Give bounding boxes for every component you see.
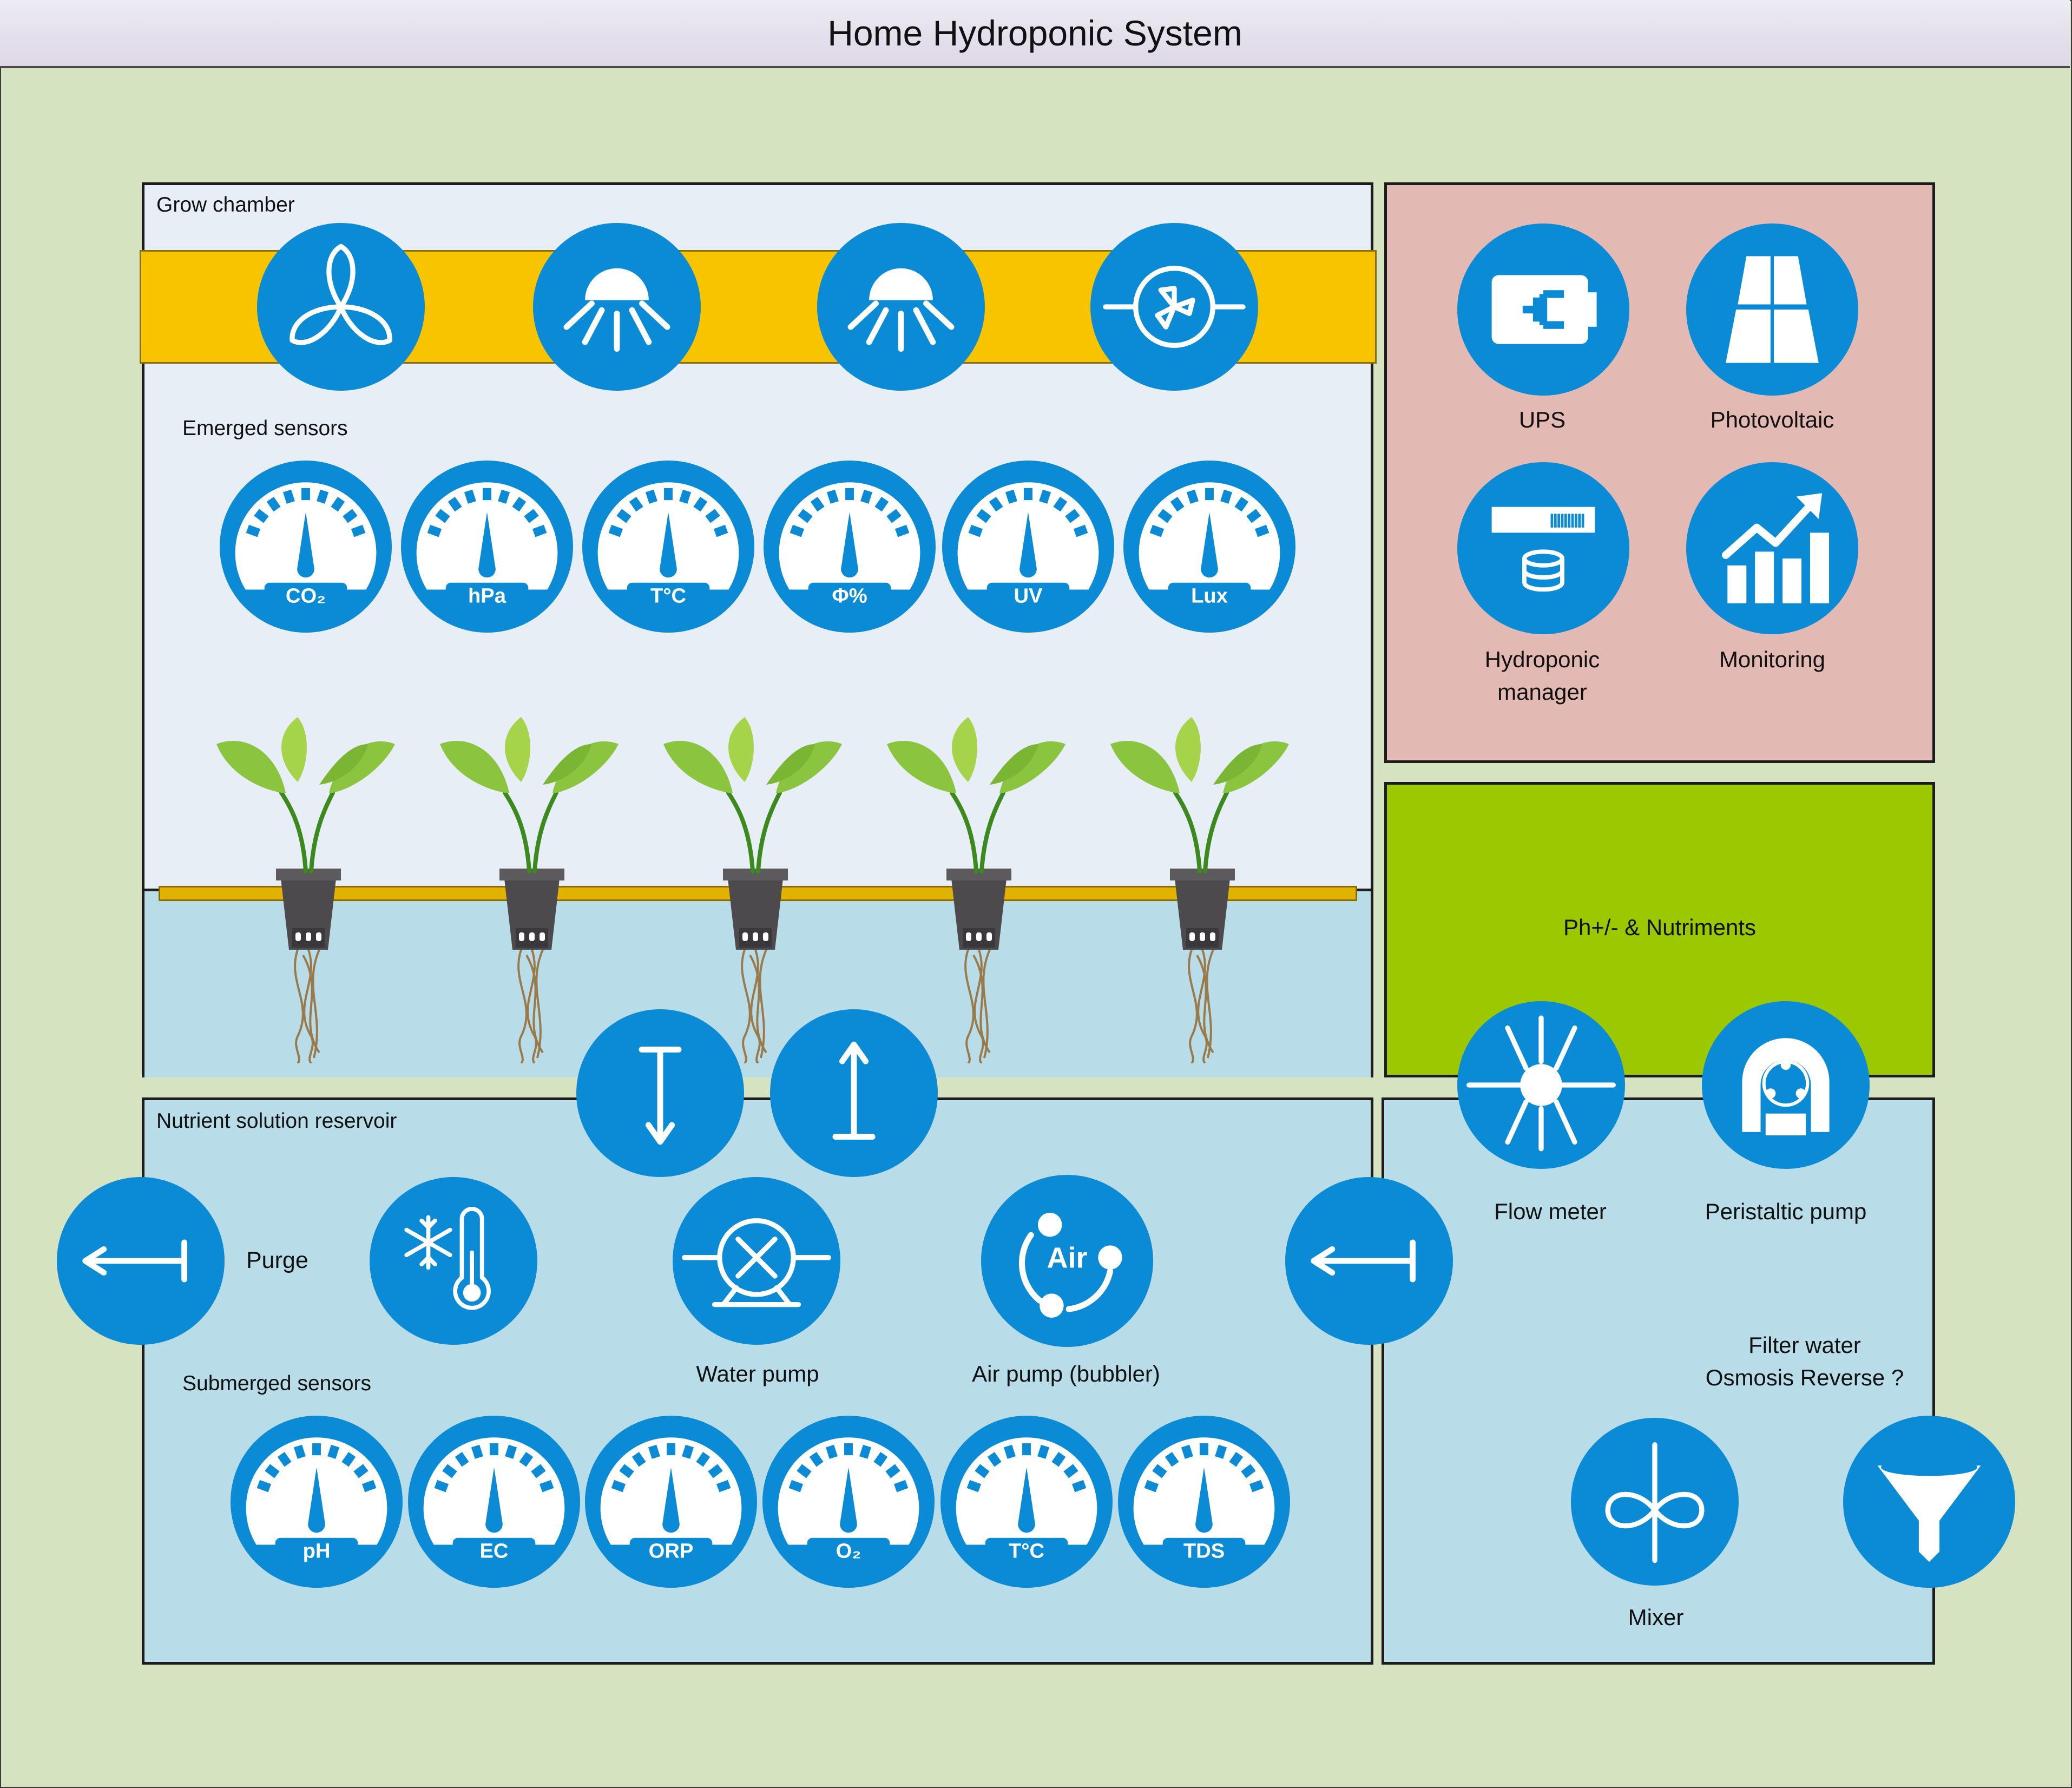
peristaltic-pump-label: Peristaltic pump [1705,1199,1867,1224]
reservoir-label: Nutrient solution reservoir [156,1109,397,1133]
air-pump-label: Air pump (bubbler) [972,1361,1160,1386]
svg-text:T°C: T°C [1009,1539,1044,1562]
emerged-sensor-gauge-icon-1: CO₂ [220,461,392,633]
svg-text:T°C: T°C [650,584,686,607]
svg-text:O₂: O₂ [836,1539,861,1562]
ups-icon [1457,224,1629,396]
grow-chamber-label: Grow chamber [156,193,295,216]
osmosis-reverse-label: Osmosis Reverse ? [1705,1365,1904,1390]
water-pump-label: Water pump [696,1361,819,1386]
grow-light-icon-2 [817,223,985,391]
filter-water-label: Filter water [1748,1332,1861,1358]
hydroponic-manager-label-2: manager [1497,679,1587,705]
svg-text:Φ%: Φ% [832,584,867,607]
plant-in-net-pot-3 [663,712,847,1064]
purge-label: Purge [246,1247,308,1273]
nutriments-label: Ph+/- & Nutriments [1563,915,1756,940]
plant-in-net-pot-4 [887,712,1071,1064]
submerged-sensor-gauge-icon-2: EC [408,1416,580,1588]
monitoring-icon [1686,462,1858,634]
flow-meter-icon [1457,1001,1625,1169]
chiller-thermometer-icon [370,1177,537,1345]
peristaltic-pump-icon [1702,1001,1870,1169]
emerged-sensor-gauge-icon-4: Φ% [764,461,936,633]
svg-text:TDS: TDS [1183,1539,1225,1562]
drain-down-arrow-icon [576,1009,744,1177]
svg-text:pH: pH [303,1539,331,1562]
return-arrow-icon [1285,1177,1453,1345]
svg-text:CO₂: CO₂ [286,584,326,607]
mixer-label: Mixer [1628,1605,1684,1630]
flow-meter-label: Flow meter [1494,1199,1607,1224]
grow-light-icon [533,223,701,391]
ups-label: UPS [1518,407,1566,432]
emerged-sensor-gauge-icon-6: Lux [1123,461,1295,633]
photovoltaic-icon [1686,224,1858,396]
supply-up-arrow-icon [770,1009,938,1177]
monitoring-label: Monitoring [1719,647,1826,672]
title-bar [0,0,2070,68]
svg-text:EC: EC [479,1539,508,1562]
air-extractor-icon [1090,223,1258,391]
svg-text:Lux: Lux [1191,584,1228,607]
svg-text:ORP: ORP [649,1539,694,1562]
water-pump-icon [673,1177,840,1345]
emerged-sensor-gauge-icon-5: UV [942,461,1114,633]
mixer-icon [1571,1418,1739,1586]
hydroponic-manager-icon [1457,462,1629,634]
purge-arrow-icon [57,1177,225,1345]
emerged-sensors-label: Emerged sensors [182,417,348,440]
air-pump-icon: Air [981,1175,1153,1347]
submerged-sensors-label: Submerged sensors [182,1372,372,1395]
photovoltaic-label: Photovoltaic [1710,407,1834,432]
svg-text:UV: UV [1014,584,1043,607]
plant-in-net-pot-5 [1110,712,1294,1064]
plant-in-net-pot-1 [216,712,400,1064]
submerged-sensor-gauge-icon-3: ORP [585,1416,757,1588]
submerged-sensor-gauge-icon-1: pH [231,1416,403,1588]
plant-in-net-pot-2 [440,712,624,1064]
air-icon-text: Air [1047,1242,1087,1274]
hydroponic-manager-label-1: Hydroponic [1484,647,1600,672]
submerged-sensor-gauge-icon-5: T°C [940,1416,1113,1588]
page-title: Home Hydroponic System [827,13,1242,53]
emerged-sensor-gauge-icon-2: hPa [401,461,573,633]
emerged-sensor-gauge-icon-3: T°C [582,461,754,633]
submerged-sensor-gauge-icon-6: TDS [1118,1416,1290,1588]
filter-funnel-icon [1843,1416,2015,1588]
fan-icon [257,223,425,391]
submerged-sensor-gauge-icon-4: O₂ [762,1416,935,1588]
svg-text:hPa: hPa [468,584,507,607]
